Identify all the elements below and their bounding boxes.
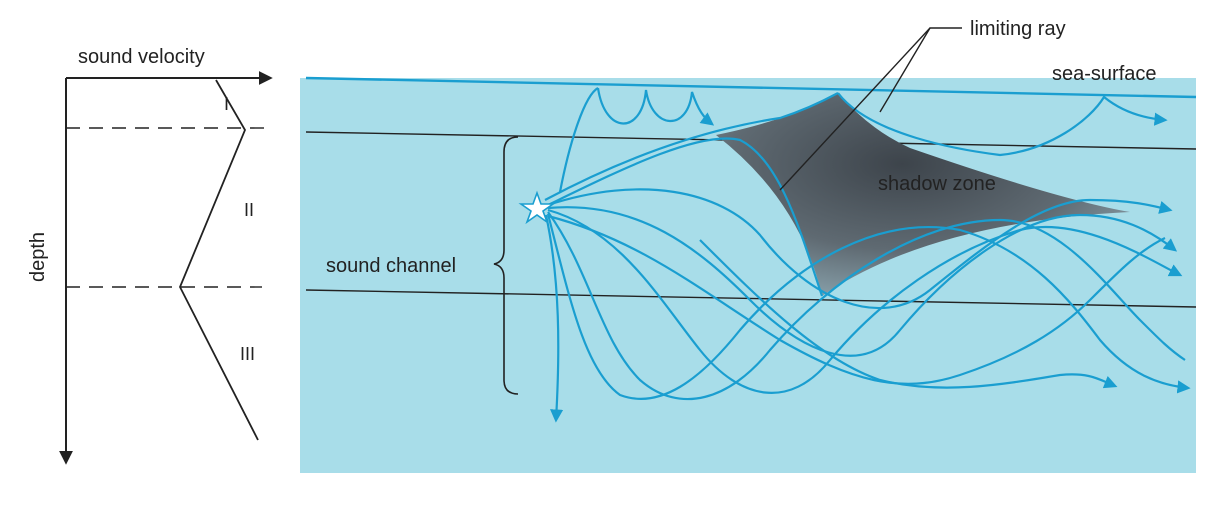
layer-label-1: I — [224, 94, 229, 114]
depth-axis-label: depth — [27, 232, 49, 282]
layer-label-2: II — [244, 200, 254, 220]
limiting-ray-label: limiting ray — [970, 18, 1066, 40]
shadow-zone-label: shadow zone — [878, 173, 996, 195]
layer-label-3: III — [240, 344, 255, 364]
velocity-profile-curve — [180, 80, 258, 440]
sea-surface-label: sea-surface — [1052, 63, 1157, 85]
velocity-axis-label: sound velocity — [78, 46, 205, 68]
sound-channel-label: sound channel — [326, 255, 456, 277]
